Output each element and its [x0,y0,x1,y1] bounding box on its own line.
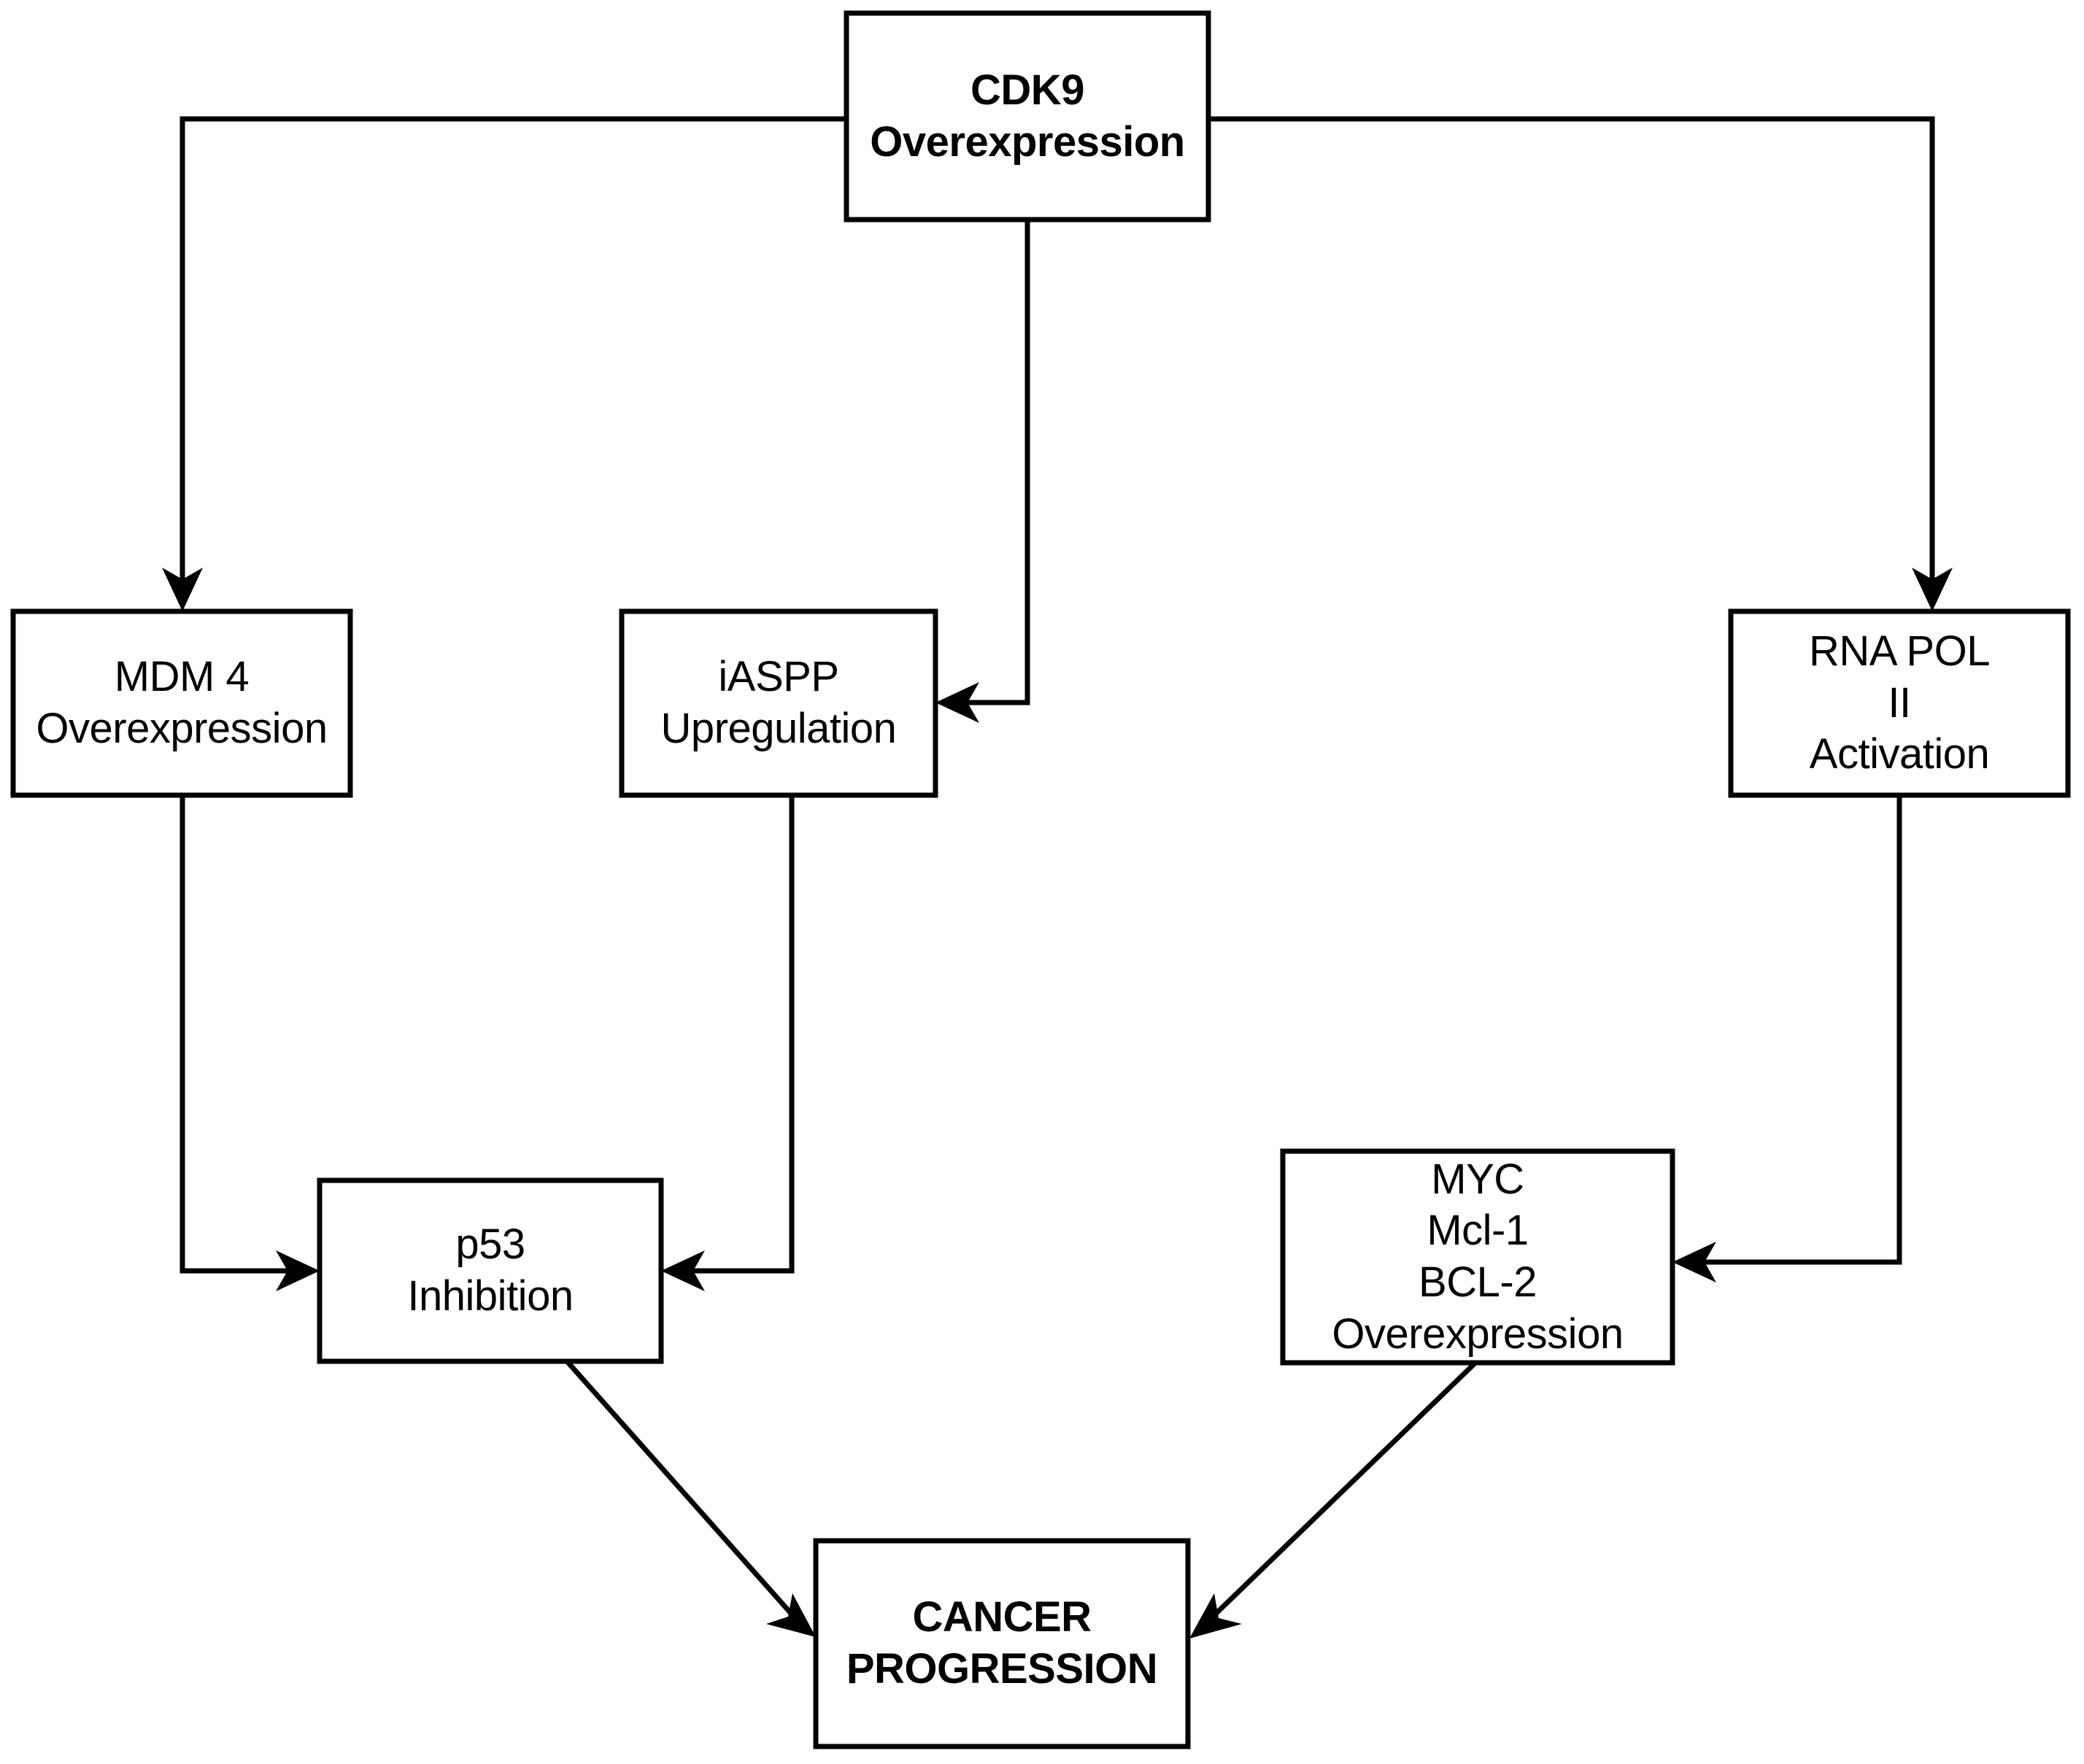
arrowhead-icon [1912,568,1953,611]
edge-cdk9-to-rna-pol-ii [1208,116,1953,611]
edge-mdm4-to-p53 [180,795,320,1291]
arrowhead-icon [162,568,203,611]
rna-pol-ii-activation-box[interactable] [1728,608,2071,798]
edge-myc-to-cancer-progression [1189,1361,1478,1639]
arrowhead-icon [1189,1593,1242,1639]
arrowhead-icon [935,682,979,723]
edge-p53-to-cancer-progression [565,1359,816,1637]
myc-mcl1-bcl2-box[interactable] [1280,1148,1675,1366]
cdk9-overexpression-box[interactable] [844,10,1211,223]
p53-inhibition-box[interactable] [317,1177,664,1364]
edge-iaspp-to-p53 [661,795,795,1291]
iaspp-upregulation-box[interactable] [619,608,938,798]
arrowhead-icon [1672,1242,1716,1283]
arrowhead-icon [276,1250,320,1291]
edge-cdk9-to-iaspp [935,220,1030,723]
edge-rna-pol-ii-to-myc [1672,795,1902,1283]
cancer-progression-box[interactable] [813,1538,1191,1749]
edge-cdk9-to-mdm4 [162,116,846,611]
mdm4-overexpression-box[interactable] [10,608,353,798]
arrowhead-icon [766,1593,816,1637]
arrowhead-icon [661,1250,705,1291]
